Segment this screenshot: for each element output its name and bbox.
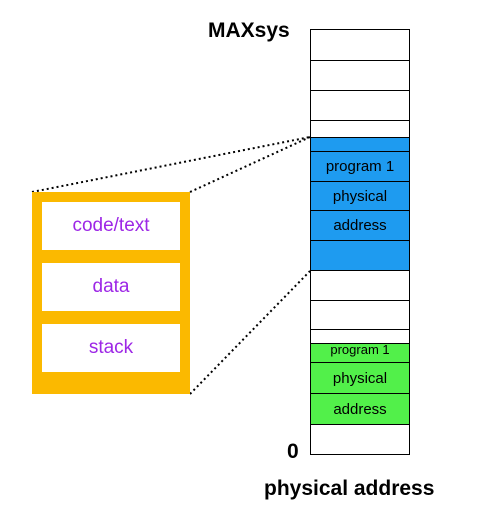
green-region-label: program 1 bbox=[310, 342, 410, 363]
memory-cell bbox=[310, 300, 410, 330]
memory-cell bbox=[310, 270, 410, 301]
program1-address-text: address bbox=[333, 217, 387, 234]
program-box: code/text data stack bbox=[32, 192, 190, 394]
green-region-address-text: address bbox=[333, 400, 387, 418]
memory-cell bbox=[310, 60, 410, 91]
program1-label: program 1 bbox=[310, 151, 410, 182]
segment-code-text-label: code/text bbox=[72, 215, 150, 236]
memory-cell bbox=[310, 90, 410, 121]
program1-address: address bbox=[310, 210, 410, 241]
segment-code-text: code/text bbox=[42, 202, 180, 250]
memory-cell bbox=[310, 29, 410, 61]
segment-stack-label: stack bbox=[88, 337, 134, 358]
program1-physical: physical bbox=[310, 181, 410, 211]
mapping-line-bottom bbox=[189, 270, 311, 395]
mapping-line-top-outer bbox=[31, 136, 311, 193]
zero-address-label: 0 bbox=[287, 440, 299, 463]
program1-region-bottom bbox=[310, 240, 410, 271]
physical-address-caption: physical address bbox=[264, 477, 435, 500]
program1-physical-text: physical bbox=[332, 187, 388, 205]
memory-cell bbox=[310, 120, 410, 138]
green-region-physical-text: physical bbox=[332, 369, 388, 387]
green-region-physical: physical bbox=[310, 362, 410, 394]
segment-data-label: data bbox=[92, 276, 130, 297]
segment-stack: stack bbox=[42, 324, 180, 372]
segment-data: data bbox=[42, 263, 180, 311]
green-region-address: address bbox=[310, 393, 410, 425]
green-region-label-text: program 1 bbox=[330, 342, 390, 357]
program1-label-text: program 1 bbox=[325, 158, 395, 175]
max-address-label: MAXsys bbox=[208, 19, 290, 42]
memory-cell bbox=[310, 424, 410, 455]
mapping-line-top-inner bbox=[189, 136, 311, 193]
program1-region-top bbox=[310, 137, 410, 152]
